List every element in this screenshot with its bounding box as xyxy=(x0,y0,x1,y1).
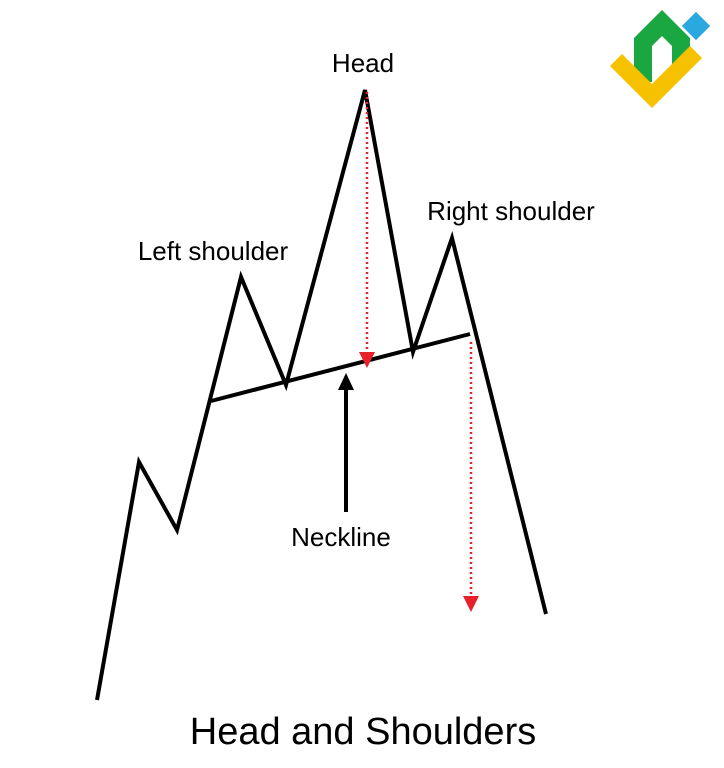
right-shoulder-label: Right shoulder xyxy=(427,196,595,226)
neckline-line xyxy=(210,332,471,403)
brand-logo-icon xyxy=(610,10,711,108)
neckline-pointer-head xyxy=(338,373,354,390)
left-shoulder-label: Left shoulder xyxy=(138,236,289,266)
target-arrowhead xyxy=(463,596,479,612)
head-height-arrowhead xyxy=(359,352,375,368)
head-label: Head xyxy=(332,48,394,78)
neckline-label: Neckline xyxy=(291,522,391,552)
price-line xyxy=(95,89,548,701)
diagram-title: Head and Shoulders xyxy=(190,711,536,753)
